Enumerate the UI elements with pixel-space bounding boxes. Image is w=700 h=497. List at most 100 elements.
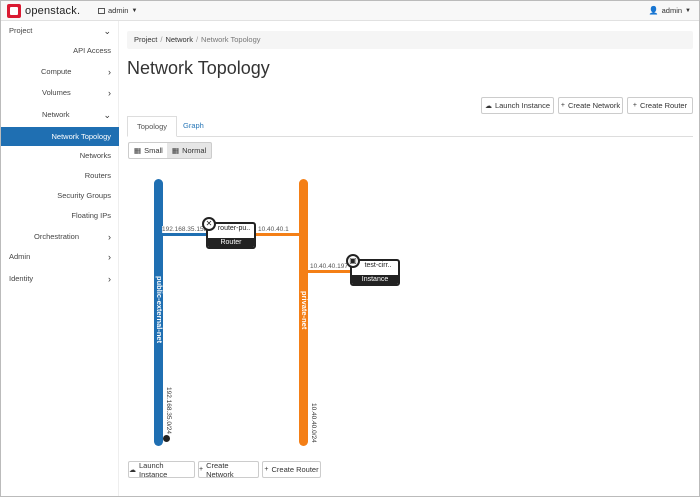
plus-icon: +	[632, 102, 637, 109]
create-router-button[interactable]: + Create Router	[627, 97, 693, 114]
launch-instance-label: Launch Instance	[494, 101, 551, 110]
caret-down-icon: ▼	[131, 7, 138, 14]
brand-name: openstack.	[25, 5, 81, 17]
sidebar-item-routers[interactable]: Routers	[1, 167, 111, 185]
router-public-link	[163, 233, 209, 236]
router-name: router-pu..	[217, 225, 251, 232]
public-network-label: public-external-net	[155, 276, 164, 344]
sidebar-item-label: Security Groups	[57, 191, 111, 200]
sidebar: Project ⌄ API Access Compute › Volumes ›…	[1, 21, 119, 496]
instance-ip: 10.40.40.197	[310, 263, 348, 270]
router-node[interactable]: router-pu.. Router	[206, 222, 256, 249]
chevron-right-icon: ›	[108, 88, 111, 98]
project-selector[interactable]: admin ▼	[98, 6, 137, 15]
grid-small-icon: ▦	[134, 146, 142, 155]
launch-instance-button-bottom[interactable]: ☁ Launch Instance	[128, 460, 195, 479]
sidebar-item-label: Project	[9, 26, 33, 35]
breadcrumb-separator: /	[160, 35, 163, 44]
globe-icon	[163, 435, 170, 442]
tab-graph[interactable]: Graph	[183, 121, 204, 130]
create-network-label: Create Network	[206, 460, 234, 479]
sidebar-item-orchestration[interactable]: Orchestration ›	[34, 228, 119, 246]
project-grid-icon	[98, 7, 105, 14]
sidebar-item-label: Admin	[9, 252, 31, 261]
create-router-button-bottom[interactable]: + Create Router	[262, 461, 321, 478]
sidebar-item-networks[interactable]: Networks	[1, 147, 111, 165]
instance-private-link	[307, 270, 351, 273]
openstack-logo-icon	[7, 4, 21, 18]
router-private-ip: 10.40.40.1	[258, 226, 289, 233]
sidebar-item-network-topology[interactable]: Network Topology	[1, 127, 119, 146]
public-network-cidr: 192.168.35.0/24	[165, 387, 172, 434]
sidebar-item-label: Networks	[79, 151, 111, 160]
chevron-right-icon: ›	[108, 67, 111, 77]
cloud-upload-icon: ☁	[129, 466, 136, 474]
caret-down-icon: ▼	[685, 7, 691, 14]
cloud-upload-icon: ☁	[484, 102, 492, 110]
router-public-ip: 192.168.35.158	[162, 226, 208, 233]
create-network-button-bottom[interactable]: + Create Network	[198, 460, 259, 479]
sidebar-item-identity[interactable]: Identity ›	[1, 270, 119, 288]
router-type-label: Router	[208, 238, 254, 247]
private-network-label: private-net	[300, 291, 309, 330]
topology-tabs: Topology Graph	[127, 116, 693, 137]
launch-instance-label: Launch Instance	[139, 460, 168, 479]
launch-instance-button[interactable]: ☁ Launch Instance	[481, 97, 554, 114]
sidebar-item-label: Orchestration	[34, 232, 80, 241]
chevron-right-icon: ›	[108, 274, 111, 284]
instance-icon: ▣	[346, 254, 360, 268]
sidebar-item-floating-ips[interactable]: Floating IPs	[1, 207, 111, 225]
private-network-cidr: 10.40.40.0/24	[310, 403, 317, 443]
private-network-bar[interactable]	[299, 179, 308, 446]
grid-large-icon: ▦	[172, 146, 180, 155]
chevron-down-icon: ⌄	[103, 26, 111, 36]
create-network-label: Create Network	[567, 101, 621, 110]
breadcrumb-separator: /	[195, 35, 199, 44]
user-menu-label: admin	[661, 6, 683, 15]
breadcrumb: Project/Network/Network Topology	[127, 31, 693, 49]
plus-icon: +	[199, 466, 204, 473]
breadcrumb-current: Network Topology	[201, 35, 261, 44]
plus-icon: +	[560, 102, 565, 109]
size-small-button[interactable]: ▦ Small	[128, 142, 169, 159]
sidebar-item-compute[interactable]: Compute ›	[41, 63, 119, 81]
user-menu[interactable]: 👤 admin ▼	[649, 6, 691, 15]
breadcrumb-project[interactable]: Project	[134, 35, 158, 44]
sidebar-item-label: Network Topology	[51, 132, 111, 141]
sidebar-item-security-groups[interactable]: Security Groups	[1, 187, 111, 205]
chevron-right-icon: ›	[108, 232, 111, 242]
sidebar-item-label: Compute	[41, 67, 72, 76]
sidebar-item-volumes[interactable]: Volumes ›	[42, 84, 119, 102]
user-icon: 👤	[648, 6, 659, 15]
breadcrumb-network[interactable]: Network	[165, 35, 193, 44]
create-router-label: Create Router	[271, 465, 319, 474]
public-network-bar[interactable]	[154, 179, 163, 446]
chevron-down-icon: ⌄	[103, 110, 111, 120]
size-normal-label: Normal	[182, 146, 207, 155]
sidebar-item-label: Routers	[84, 171, 111, 180]
sidebar-item-network[interactable]: Network ⌄	[42, 106, 119, 124]
openstack-logo[interactable]: openstack.	[7, 4, 80, 18]
sidebar-item-label: Floating IPs	[71, 211, 111, 220]
sidebar-item-label: Volumes	[42, 88, 71, 97]
create-network-button[interactable]: + Create Network	[558, 97, 623, 114]
top-navbar: openstack. admin ▼ 👤 admin ▼	[1, 1, 699, 21]
sidebar-item-admin[interactable]: Admin ›	[1, 248, 119, 266]
instance-node[interactable]: test-cirr.. Instance	[350, 259, 400, 286]
instance-name: test-cirr..	[364, 262, 392, 269]
sidebar-item-api-access[interactable]: API Access	[1, 42, 111, 60]
sidebar-item-label: Identity	[9, 274, 34, 283]
create-router-label: Create Router	[639, 101, 688, 110]
instance-type-label: Instance	[352, 275, 398, 284]
sidebar-item-label: API Access	[73, 46, 111, 55]
chevron-right-icon: ›	[108, 252, 111, 262]
size-normal-button[interactable]: ▦ Normal	[167, 142, 213, 159]
page-title: Network Topology	[127, 58, 270, 78]
size-small-label: Small	[144, 146, 163, 155]
plus-icon: +	[264, 466, 269, 473]
sidebar-item-label: Network	[42, 110, 70, 119]
tab-topology[interactable]: Topology	[127, 116, 178, 137]
router-private-link	[255, 233, 299, 236]
project-selector-label: admin	[108, 6, 129, 15]
sidebar-item-project[interactable]: Project ⌄	[1, 22, 119, 40]
